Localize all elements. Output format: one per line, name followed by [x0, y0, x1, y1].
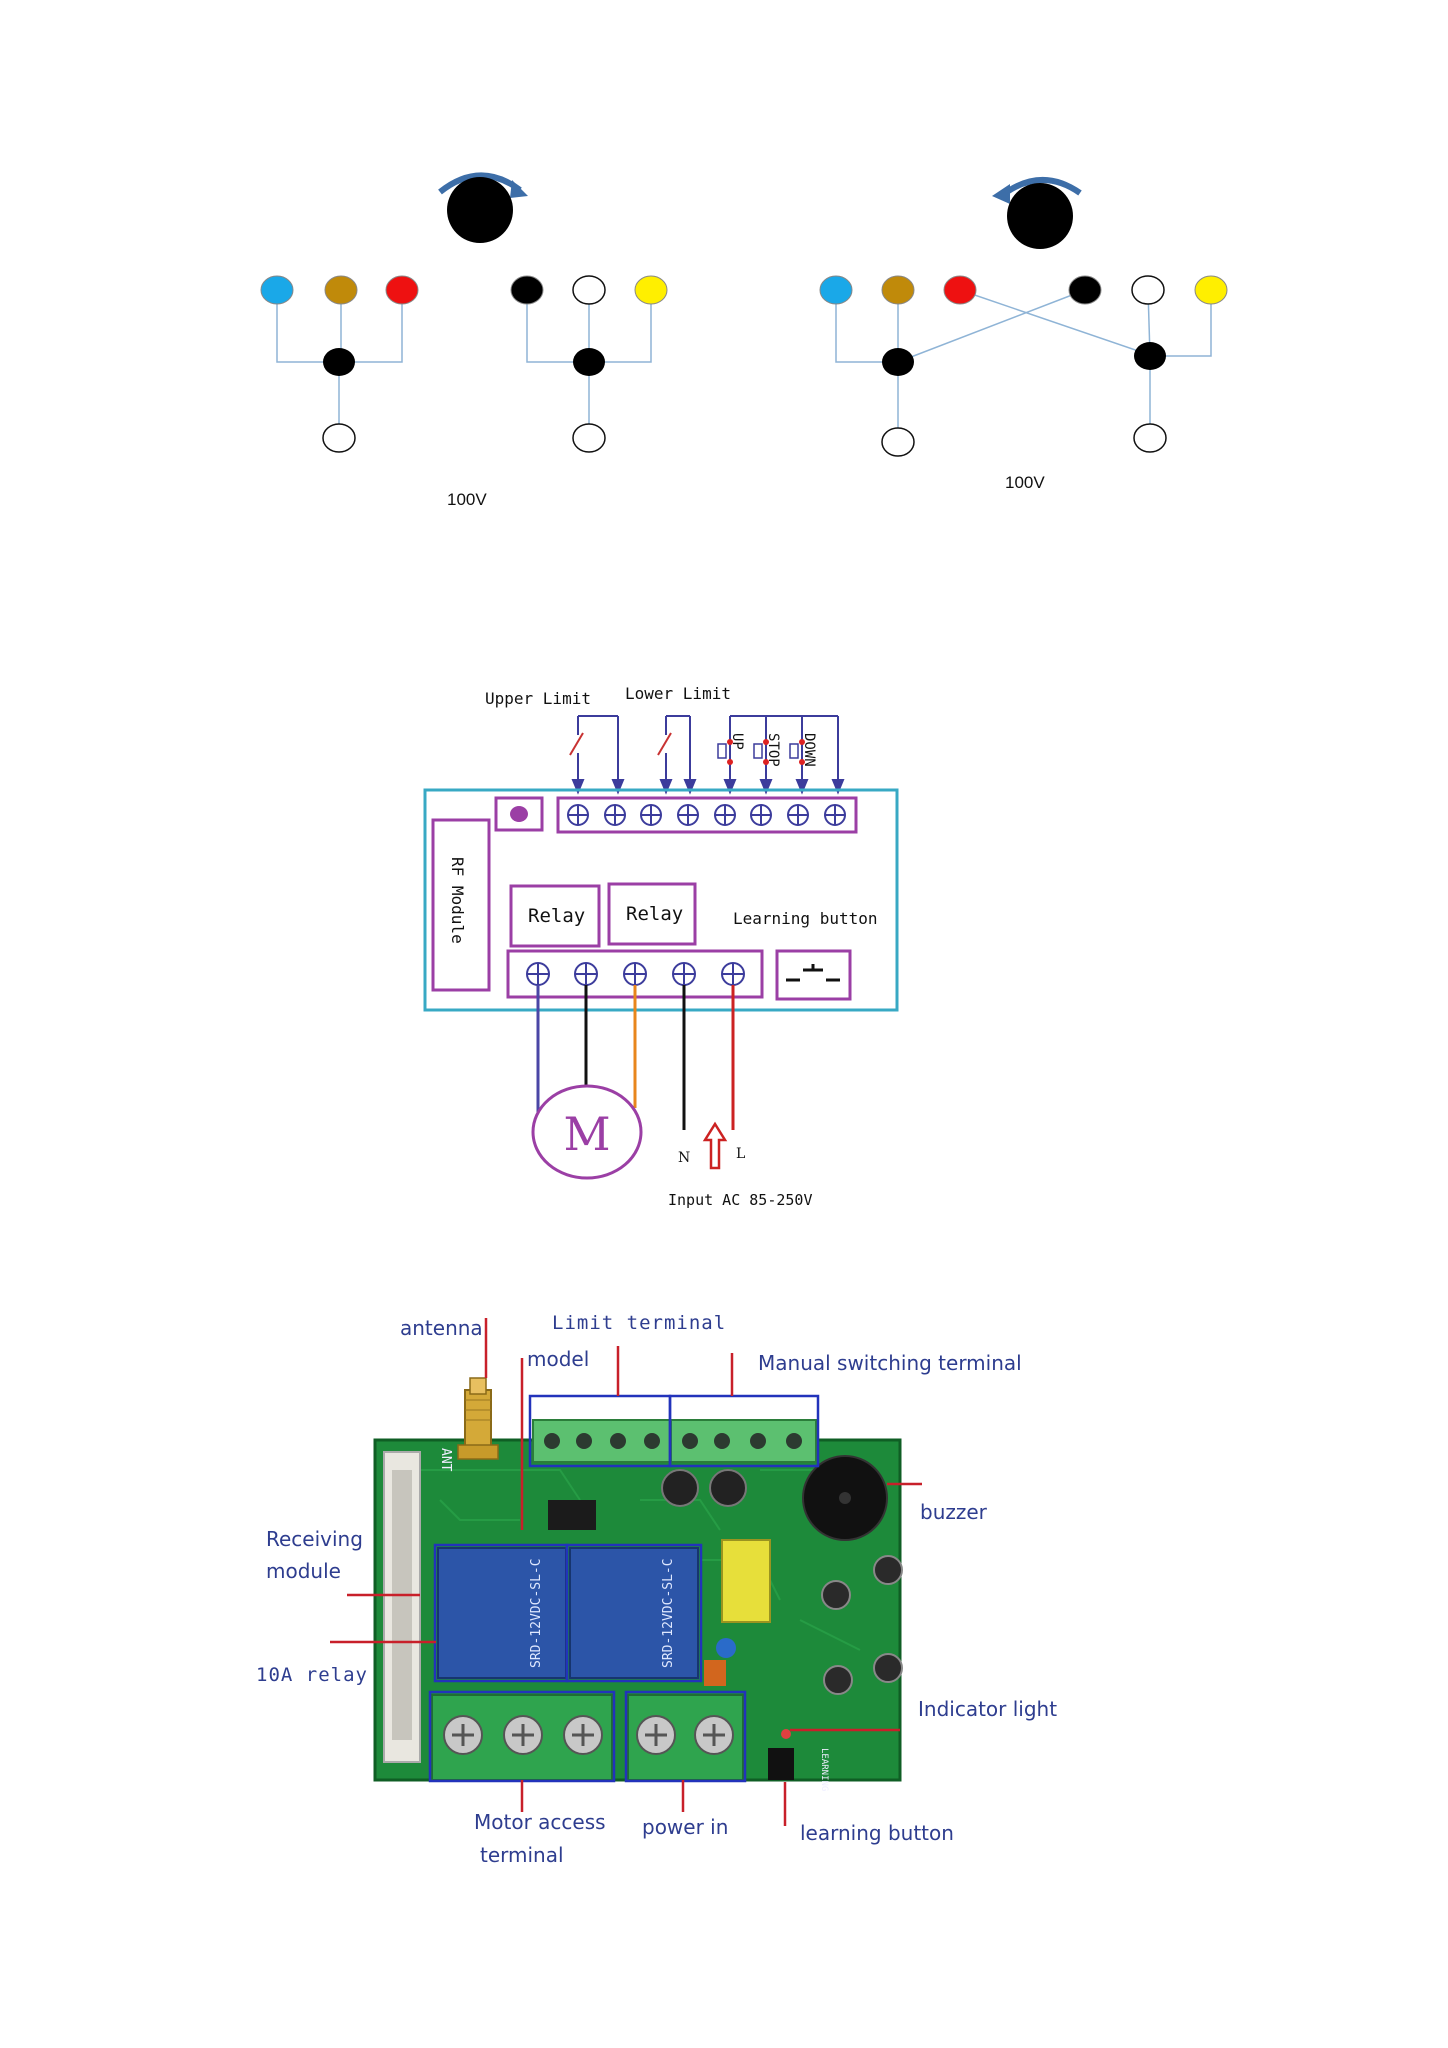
wire-dot-brown	[324, 275, 358, 305]
arrowhead-icon	[510, 180, 528, 198]
relay-component-1: SRD-12VDC-SL-C	[437, 1547, 567, 1679]
rotation-knob	[1007, 183, 1073, 249]
voltage-label-left: 100V	[447, 490, 487, 509]
power-in-label: power in	[642, 1815, 729, 1839]
controller-schematic: Upper Limit Lower Limit	[423, 684, 899, 1209]
wire-dot-yellow	[1194, 275, 1228, 305]
button-label-up: UP	[729, 733, 745, 750]
learning-button-callout-label: learning button	[800, 1821, 954, 1845]
neutral-label: N	[678, 1150, 690, 1166]
wire-dot-red	[385, 275, 419, 305]
receiving-module-label-2: module	[266, 1559, 341, 1583]
wire-dot-white	[572, 275, 606, 305]
ic-chip	[548, 1500, 596, 1530]
button-label-stop: STOP	[765, 733, 781, 767]
lower-limit-label: Lower Limit	[625, 684, 731, 703]
terminal-dot	[572, 423, 606, 453]
wire-dot-brown	[881, 275, 915, 305]
voltage-label-right: 100V	[1005, 473, 1045, 492]
relay-1-label: Relay	[528, 905, 585, 927]
receiving-module-label-1: Receiving	[266, 1527, 363, 1551]
learning-button-label: Learning button	[733, 909, 878, 928]
rf-module-label: RF Module	[448, 857, 467, 944]
relay-1	[509, 884, 601, 948]
indicator-dot	[510, 806, 528, 822]
wiring-diagrams	[260, 172, 1228, 457]
input-arrow-icon	[702, 1121, 728, 1170]
wire-dot-black	[1068, 275, 1102, 305]
wiring-diagram-right	[819, 177, 1228, 457]
relay-print-1: SRD-12VDC-SL-C	[529, 1558, 544, 1668]
lower-limit-switch-icon	[657, 732, 672, 756]
junction-dot	[573, 348, 605, 376]
terminal-dot	[881, 427, 915, 457]
terminal-dot	[1133, 423, 1167, 453]
capacitor	[823, 1665, 853, 1695]
wire-dot-red	[943, 275, 977, 305]
wiring-diagram-left	[260, 172, 668, 453]
capacitor	[709, 1469, 747, 1507]
junction-dot	[882, 348, 914, 376]
upper-limit-label: Upper Limit	[485, 689, 591, 708]
capacitor	[661, 1469, 699, 1507]
board-print-learning: LEARNING	[819, 1748, 829, 1791]
motor	[531, 1084, 643, 1180]
relay-box-2	[565, 1543, 703, 1683]
limit-terminal-label: Limit terminal	[552, 1312, 727, 1334]
antenna-label: antenna	[400, 1316, 483, 1340]
capacitor	[873, 1653, 903, 1683]
board-print-ant: ANT	[438, 1448, 453, 1472]
motor-label: M	[563, 1107, 610, 1161]
push-button-up	[717, 739, 733, 765]
junction-dot	[1134, 342, 1166, 370]
motor-access-label-2: terminal	[480, 1843, 564, 1867]
power-terminal-box	[624, 1690, 747, 1783]
indicator-light-label: Indicator light	[918, 1697, 1058, 1721]
button-label-down: DOWN	[801, 733, 817, 767]
transformer	[721, 1539, 771, 1623]
buzzer-label: buzzer	[920, 1500, 987, 1524]
push-button-down	[789, 739, 805, 765]
arrowhead-icon	[992, 184, 1010, 204]
junction-dot	[323, 348, 355, 376]
wire-dot-blue	[819, 275, 853, 305]
push-button-stop	[753, 739, 769, 765]
learning-button	[775, 949, 852, 1001]
manual-terminal-box	[668, 1394, 820, 1468]
input-label: Input AC 85-250V	[668, 1191, 813, 1209]
antenna-connector	[457, 1377, 499, 1460]
relay-print-2: SRD-12VDC-SL-C	[661, 1558, 676, 1668]
rotation-knob	[447, 177, 513, 243]
manual-switching-terminal-label: Manual switching terminal	[758, 1351, 1022, 1375]
pcb-illustration: ANT SRD-12VDC-SL-C SRD-12VDC-SL-C	[330, 1318, 922, 1826]
terminal-dot	[322, 423, 356, 453]
model-label: model	[527, 1347, 590, 1371]
live-label: L	[736, 1146, 745, 1162]
top-terminal-block	[556, 796, 858, 834]
wire-dot-yellow	[634, 275, 668, 305]
relay-label: 10A relay	[256, 1664, 368, 1686]
rf-module	[431, 818, 491, 992]
indicator-led	[781, 1729, 791, 1739]
upper-limit-switch-icon	[569, 732, 584, 756]
capacitor	[873, 1555, 903, 1585]
wire-dot-white	[1131, 275, 1165, 305]
relay-2	[607, 882, 697, 946]
motor-access-label-1: Motor access	[474, 1810, 606, 1834]
pushbutton-symbol-icon	[786, 964, 840, 982]
relay-component-2: SRD-12VDC-SL-C	[569, 1547, 699, 1679]
capacitor	[821, 1580, 851, 1610]
controller-board	[423, 788, 899, 1012]
bottom-terminals	[526, 962, 745, 986]
relay-2-label: Relay	[626, 903, 683, 925]
top-terminals	[567, 804, 846, 826]
wire-dot-blue	[260, 275, 294, 305]
wire-dot-black	[510, 275, 544, 305]
learning-button-component	[768, 1748, 794, 1780]
